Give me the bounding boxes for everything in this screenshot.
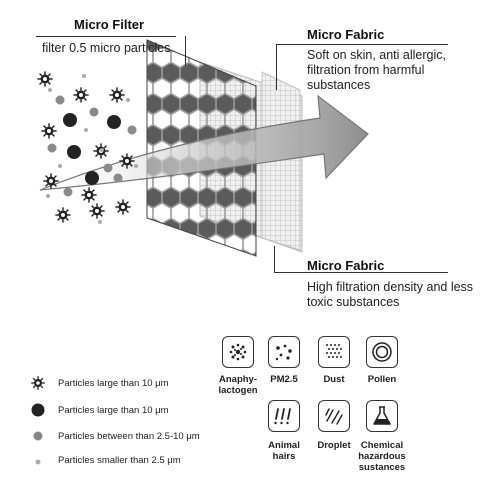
- micro-fabric-top-line-3: substances: [307, 78, 371, 92]
- black-particles: [63, 113, 121, 185]
- chemical-icon: [366, 400, 398, 432]
- anaphylactogen-label-line-1: Anaphy-: [219, 374, 257, 385]
- gray-particles: [47, 95, 137, 197]
- anaphylactogen-icon: [222, 336, 254, 368]
- animal-hairs-label-line-2: hairs: [272, 451, 296, 462]
- micro-fabric-top-desc: Soft on skin, anti allergic, filtration …: [307, 48, 446, 93]
- small-particles: [46, 74, 138, 224]
- pm25-icon: [268, 336, 300, 368]
- animal-hairs-label-line-1: Animal: [268, 440, 300, 451]
- legend-black-dot-icon: [31, 403, 45, 417]
- micro-fabric-bottom-line-2: toxic substances: [307, 295, 400, 309]
- anaphylactogen-label-line-2: lactogen: [218, 385, 258, 396]
- chemical-label: Chemical hazardous sustances: [350, 440, 414, 473]
- micro-fabric-top-rule: [276, 44, 448, 45]
- legend-virus-text: Particles large than 10 μm: [58, 378, 169, 389]
- legend-small-dot-text: Particles smaller than 2.5 μm: [58, 455, 181, 466]
- legend-gray-dot-text: Particles between than 2.5-10 μm: [58, 431, 200, 442]
- legend-black-dot-text: Particles large than 10 μm: [58, 405, 169, 416]
- legend-gray-dot-icon: [33, 431, 43, 441]
- micro-fabric-bottom-rule: [274, 272, 448, 273]
- micro-fabric-bottom-line-1: High filtration density and less: [307, 280, 474, 294]
- legend-small-dot-icon: [35, 459, 41, 465]
- dust-label: Dust: [323, 374, 345, 385]
- micro-filter-title: Micro Filter: [74, 17, 145, 32]
- micro-filter-rule: [36, 36, 176, 37]
- droplet-icon: [318, 400, 350, 432]
- chemical-label-line-1: Chemical: [360, 440, 404, 451]
- filtration-illustration: [36, 39, 369, 257]
- anaphylactogen-label: Anaphy- lactogen: [210, 374, 266, 396]
- micro-fabric-top-leader: [276, 44, 277, 90]
- micro-fabric-bottom-desc: High filtration density and less toxic s…: [307, 280, 473, 310]
- micro-fabric-bottom-leader: [274, 246, 275, 272]
- chemical-label-line-2: hazardous: [358, 451, 406, 462]
- legend-virus-icon: [30, 375, 46, 391]
- micro-filter-desc: filter 0.5 micro particles: [42, 41, 171, 55]
- pm25-label: PM2.5: [270, 374, 298, 385]
- droplet-label: Droplet: [317, 440, 351, 451]
- micro-fabric-front-layer: [261, 71, 301, 251]
- pollen-label: Pollen: [367, 374, 397, 385]
- micro-fabric-top-title: Micro Fabric: [307, 27, 385, 42]
- animal-hairs-label: Animal hairs: [256, 440, 312, 462]
- pollen-icon: [366, 336, 398, 368]
- micro-fabric-bottom-title: Micro Fabric: [307, 258, 385, 273]
- chemical-label-line-3: sustances: [358, 462, 406, 473]
- micro-fabric-top-line-2: filtration from harmful: [307, 63, 425, 77]
- micro-filter-leader: [185, 36, 186, 66]
- dust-icon: [318, 336, 350, 368]
- micro-fabric-top-line-1: Soft on skin, anti allergic,: [307, 48, 446, 62]
- animal-hairs-icon: [268, 400, 300, 432]
